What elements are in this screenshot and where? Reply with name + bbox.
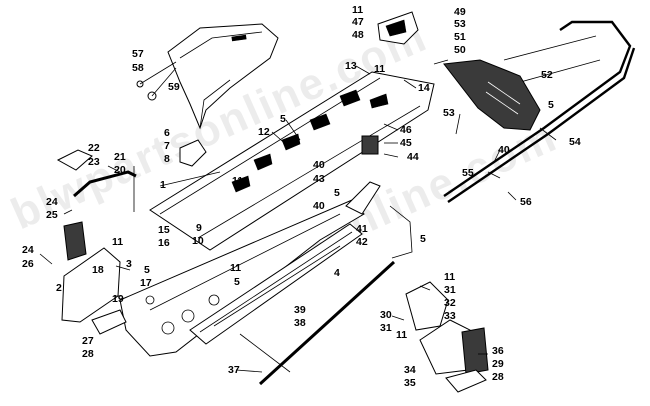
callout-17: 17 xyxy=(140,277,152,289)
callout-11: 11 xyxy=(230,262,242,274)
callout-11: 11 xyxy=(396,329,408,341)
callout-28: 28 xyxy=(492,371,504,383)
running-board-part xyxy=(189,223,363,345)
callout-4: 4 xyxy=(334,267,340,279)
seat-part xyxy=(167,23,279,130)
callout-59: 59 xyxy=(168,81,180,93)
callout-42: 42 xyxy=(356,236,368,248)
callout-53: 53 xyxy=(443,107,455,119)
callout-23: 23 xyxy=(88,156,100,168)
callout-48: 48 xyxy=(352,29,364,41)
grab-bar-part xyxy=(443,20,636,203)
callout-22: 22 xyxy=(88,142,100,154)
callout-55: 55 xyxy=(462,167,474,179)
callout-11: 11 xyxy=(444,271,456,283)
callout-41: 41 xyxy=(356,223,368,235)
callout-31: 31 xyxy=(444,284,456,296)
callout-8: 8 xyxy=(164,153,170,165)
callout-11: 11 xyxy=(352,4,364,16)
callout-29: 29 xyxy=(492,358,504,370)
callout-5: 5 xyxy=(548,99,554,111)
callout-31: 31 xyxy=(380,322,392,334)
callout-32: 32 xyxy=(444,297,456,309)
callout-38: 38 xyxy=(294,317,306,329)
callout-26: 26 xyxy=(22,258,34,270)
callout-2: 2 xyxy=(56,282,62,294)
callout-36: 36 xyxy=(492,345,504,357)
callout-12: 12 xyxy=(258,126,270,138)
callout-9: 9 xyxy=(196,222,202,234)
callout-24: 24 xyxy=(22,244,34,256)
callout-24: 24 xyxy=(46,196,58,208)
callout-21: 21 xyxy=(114,151,126,163)
tunnel-deck-part xyxy=(149,71,435,251)
callout-40: 40 xyxy=(498,144,510,156)
callout-46: 46 xyxy=(400,124,412,136)
callout-56: 56 xyxy=(520,196,532,208)
callout-37: 37 xyxy=(228,364,240,376)
rear-mount-bracket-part xyxy=(345,181,413,259)
seat-fastener-parts xyxy=(136,61,177,101)
callout-19: 19 xyxy=(112,293,124,305)
top-bracket-part xyxy=(377,11,419,45)
leader-lines xyxy=(39,59,557,373)
center-bracket-part xyxy=(179,139,207,167)
callout-27: 27 xyxy=(82,335,94,347)
left-cover-parts xyxy=(56,149,137,335)
callout-13: 13 xyxy=(345,60,357,72)
callout-28: 28 xyxy=(82,348,94,360)
slide-rail-part xyxy=(239,260,396,386)
callout-35: 35 xyxy=(404,377,416,389)
callout-39: 39 xyxy=(294,304,306,316)
rear-flap-part xyxy=(443,59,541,131)
right-lower-parts xyxy=(405,281,489,393)
callout-25: 25 xyxy=(46,209,58,221)
callout-5: 5 xyxy=(234,276,240,288)
callout-34: 34 xyxy=(404,364,416,376)
callout-58: 58 xyxy=(132,62,144,74)
callout-47: 47 xyxy=(352,16,364,28)
callout-44: 44 xyxy=(407,151,419,163)
callout-1: 1 xyxy=(160,179,166,191)
callout-5: 5 xyxy=(280,113,286,125)
callout-14: 14 xyxy=(418,82,430,94)
callout-20: 20 xyxy=(114,164,126,176)
callout-5: 5 xyxy=(144,264,150,276)
callout-57: 57 xyxy=(132,48,144,60)
callout-33: 33 xyxy=(444,310,456,322)
callout-16: 16 xyxy=(158,237,170,249)
callout-5: 5 xyxy=(334,187,340,199)
callout-30: 30 xyxy=(380,309,392,321)
callout-54: 54 xyxy=(569,136,581,148)
callout-45: 45 xyxy=(400,137,412,149)
callout-53: 53 xyxy=(454,18,466,30)
callout-43: 43 xyxy=(313,173,325,185)
callout-11: 11 xyxy=(232,175,244,187)
callout-49: 49 xyxy=(454,6,466,18)
callout-10: 10 xyxy=(192,235,204,247)
callout-5: 5 xyxy=(420,233,426,245)
callout-6: 6 xyxy=(164,127,170,139)
callout-50: 50 xyxy=(454,44,466,56)
callout-18: 18 xyxy=(92,264,104,276)
callout-11: 11 xyxy=(112,236,124,248)
callout-40: 40 xyxy=(313,200,325,212)
callout-7: 7 xyxy=(164,140,170,152)
callout-51: 51 xyxy=(454,31,466,43)
callout-15: 15 xyxy=(158,224,170,236)
callout-52: 52 xyxy=(541,69,553,81)
callout-11: 11 xyxy=(374,63,386,75)
callout-40: 40 xyxy=(313,159,325,171)
callout-3: 3 xyxy=(126,258,132,270)
